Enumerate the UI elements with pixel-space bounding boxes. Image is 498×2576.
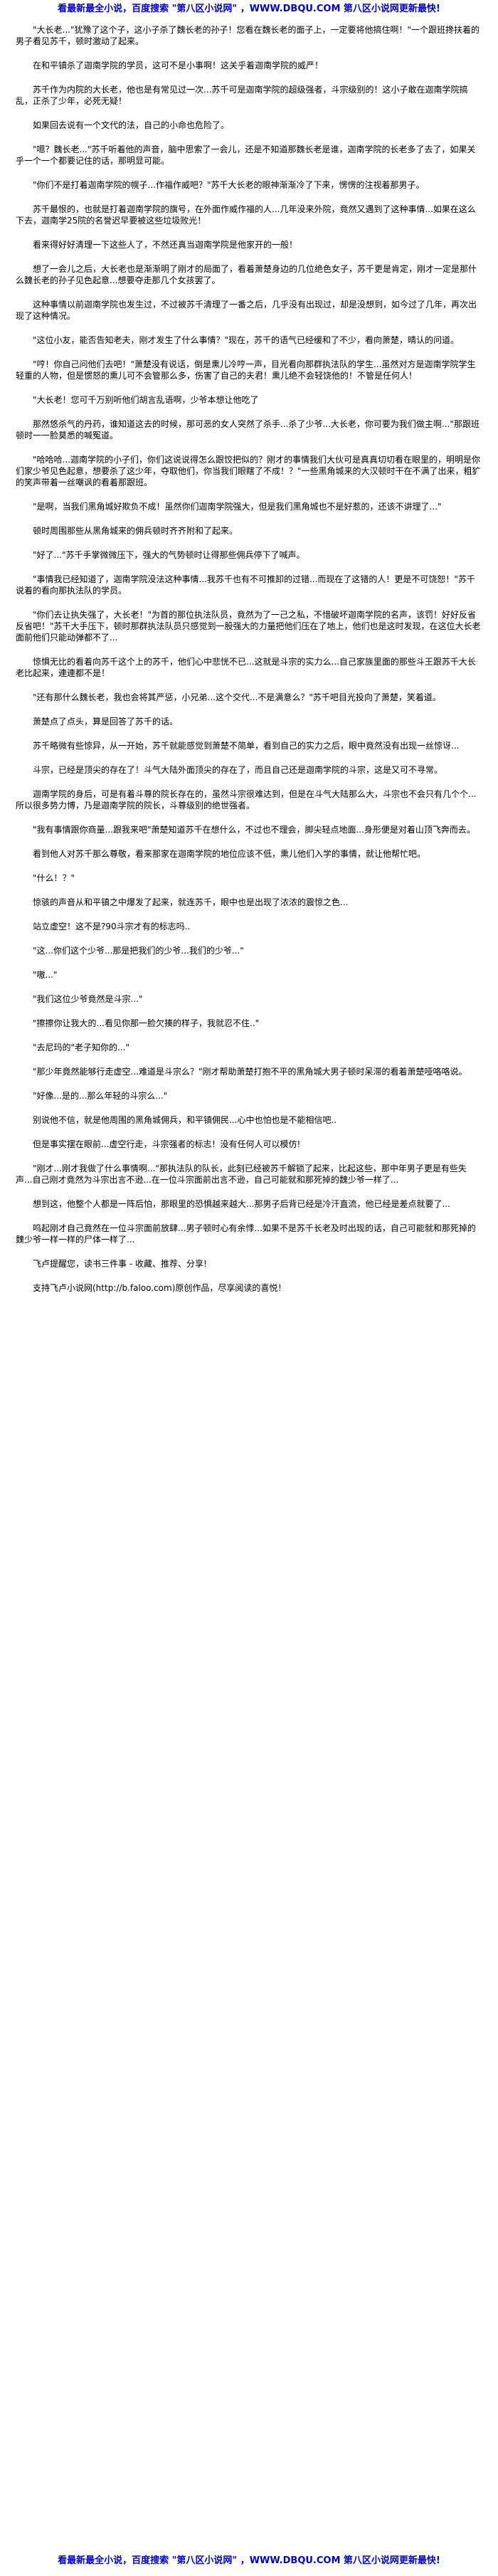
paragraph-gap bbox=[16, 561, 482, 574]
chapter-content: "大长老..."犹豫了这个子，这小子杀了魏长老的孙子！您看在魏长老的面子上，一定… bbox=[16, 24, 482, 2547]
paragraph-gap bbox=[16, 406, 482, 418]
paragraph-gap bbox=[16, 47, 482, 60]
paragraph: 看到他人对苏千那么尊敬，看来那家在迦南学院的地位应该不低，熏儿他们入学的事情，就… bbox=[33, 849, 426, 859]
paragraph: "事情我已经知道了，迦南学院没法这种事情...我苏千也有不可推卸的过错...而现… bbox=[16, 574, 475, 596]
paragraph: "好像...是的...那么年轻的斗宗么..." bbox=[33, 1091, 168, 1101]
paragraph: "我们这位少爷竟然是斗宗..." bbox=[33, 994, 143, 1004]
paragraph: 惊惧无比的看着向苏千这个上的苏千，他们心中悲恍不已...这就是斗宗的实力么...… bbox=[16, 657, 476, 678]
bottom-banner[interactable]: 看最新最全小说，百度搜索 "第八区小说网" ，WWW.DBQU.COM 第八区小… bbox=[58, 2555, 440, 2566]
paragraph: "哈哈哈...迦南学院的小子们，你们这说说得怎么跟饺把似的？刚才的事情我们大伙可… bbox=[16, 455, 481, 487]
paragraph-gap bbox=[16, 167, 482, 179]
paragraph: 看来得好好清理一下这些人了，不然还真当迦南学院是他家开的一般！ bbox=[33, 240, 298, 250]
paragraph: "嗷..." bbox=[33, 970, 58, 980]
paragraph: "是啊，当我们黑角城好欺负不成！虽然你们迦南学院强大，但是我们黑角城也不是好惹的… bbox=[33, 502, 442, 512]
paragraph-gap bbox=[16, 1053, 482, 1066]
paragraph: "这位小友，能否告知老夫，刚才发生了什么事情？"现在，苏千的语气已经缓和了不少，… bbox=[33, 335, 460, 345]
paragraph: 苏千最恨的，也就是打着迦南学院的旗号，在外面作威作福的人...几年没来外院，竟然… bbox=[16, 204, 476, 226]
paragraph-gap bbox=[16, 835, 482, 848]
paragraph-gap bbox=[16, 381, 482, 394]
paragraph: "还有那什么魏长老，我也会将其严惩，小兄弟...这个交代...不是满意么？"苏千… bbox=[33, 692, 441, 702]
paragraph: 苏千作为内院的大长老，他也是有常见过一次...苏千可是迦南学院的超级强者，斗宗级… bbox=[16, 85, 468, 106]
paragraph-gap bbox=[16, 751, 482, 764]
paragraph-gap bbox=[16, 1210, 482, 1223]
paragraph-gap bbox=[16, 703, 482, 716]
paragraph: "大长老！您可千万别听他们胡言乱语啊，少爷本想让他吃了 bbox=[33, 395, 259, 405]
paragraph-gap bbox=[16, 286, 482, 299]
paragraph: 斗宗，已经是顶尖的存在了！斗气大陆外面顶尖的存在了，而且自己还是迦南学院的斗宗，… bbox=[33, 765, 443, 775]
paragraph-gap bbox=[16, 441, 482, 454]
paragraph-gap bbox=[16, 811, 482, 824]
paragraph-gap bbox=[16, 71, 482, 84]
paragraph: "什么！？" bbox=[33, 873, 75, 883]
paragraph-gap bbox=[16, 1102, 482, 1114]
paragraph-gap bbox=[16, 191, 482, 204]
paragraph-gap bbox=[16, 322, 482, 334]
paragraph-gap bbox=[16, 860, 482, 872]
paragraph: 那然悠杀气的丹药，谁知道这去的时候，那可恶的女人突然了杀手...杀了少爷...大… bbox=[16, 419, 480, 440]
paragraph-gap bbox=[16, 1005, 482, 1018]
paragraph-gap bbox=[16, 956, 482, 969]
paragraph: "哼！你自己问他们去吧！"萧楚没有说话，倒是熏儿冷哼一声，目光看向那群执法队的学… bbox=[16, 359, 476, 381]
paragraph-gap bbox=[16, 1077, 482, 1090]
paragraph-gap bbox=[16, 1126, 482, 1139]
paragraph: 在和平镇杀了迦南学院的学员，这可不是小事啊！这关乎着迦南学院的威严！ bbox=[33, 60, 324, 70]
paragraph: "去尼玛的"老子知你的..." bbox=[33, 1042, 130, 1052]
paragraph: "你们不是打着迦南学院的幌子...作福作威吧？"苏千大长老的眼神渐渐冷了下来，愣… bbox=[33, 180, 425, 190]
paragraph-gap bbox=[16, 596, 482, 609]
paragraph: 别说他不信，就是他周围的黑角城佣兵，和平镇佣民...心中也怕也是不能相信吧.. bbox=[33, 1115, 337, 1125]
paragraph-gap bbox=[16, 981, 482, 993]
paragraph-gap bbox=[16, 643, 482, 656]
paragraph-gap bbox=[16, 1150, 482, 1163]
paragraph: "好了..."苏千手掌微微压下，强大的气势顿时让得那些佣兵停下了喊声。 bbox=[33, 550, 305, 560]
paragraph: "嗯？魏长老..."苏千听着他的声音，脑中思索了一会儿，还是不知道那魏长老是谁，… bbox=[16, 144, 476, 166]
top-banner[interactable]: 看最新最全小说，百度搜索 "第八区小说网" ，WWW.DBQU.COM 第八区小… bbox=[58, 4, 440, 14]
paragraph-gap bbox=[16, 1245, 482, 1258]
paragraph: 但是事实摆在眼前...虚空行走，斗宗强者的标志！没有任何人可以模仿! bbox=[33, 1139, 301, 1149]
paragraph-gap bbox=[16, 932, 482, 945]
paragraph-gap bbox=[16, 346, 482, 359]
paragraph-gap bbox=[16, 884, 482, 897]
paragraph-gap bbox=[16, 776, 482, 788]
paragraph: 萧楚点了点头，算是回答了苏千的话。 bbox=[33, 717, 179, 727]
paragraph-gap bbox=[16, 537, 482, 549]
paragraph: "大长老..."犹豫了这个子，这小子杀了魏长老的孙子！您看在魏长老的面子上，一定… bbox=[16, 25, 480, 46]
paragraph: 迦南学院的身后，可是有着斗尊的院长存在的，虽然斗宗很难达到，但是在斗气大陆那么大… bbox=[16, 789, 477, 811]
paragraph: "这...你们这个少爷...那是把我们的少爷...我们的少爷..." bbox=[33, 946, 244, 956]
paragraph-gap bbox=[16, 107, 482, 120]
paragraph-gap bbox=[16, 679, 482, 692]
paragraph: "我有事情跟你商量...跟我来吧"萧楚知道苏千在想什么，不过也不理会，脚尖轻点地… bbox=[33, 825, 475, 835]
paragraph-gap bbox=[16, 1029, 482, 1042]
paragraph: 想到这，他整个人都是一阵后怕，那眼里的恐惧越来越大...那男子后背已经是冷汗直流… bbox=[33, 1199, 450, 1209]
paragraph-gap bbox=[16, 908, 482, 921]
paragraph-gap bbox=[16, 488, 482, 501]
paragraph: 呜起刚才自己竟然在一位斗宗面前放肆...男子顿时心有余悸...如果不是苏千长老及… bbox=[16, 1223, 476, 1245]
paragraph-gap bbox=[16, 1186, 482, 1198]
paragraph: 这种事情以前迦南学院也发生过，不过被苏千清理了一番之后，几乎没有出现过，却是没想… bbox=[16, 300, 477, 321]
paragraph-gap bbox=[16, 131, 482, 144]
paragraph: 如果回去说有一个文代的法，自己的小命也危险了。 bbox=[33, 120, 230, 130]
paragraph: "那少年竟然能够行走虚空...难道是斗宗么？"刚才帮助萧楚打抱不平的黑角城大男子… bbox=[33, 1067, 467, 1077]
paragraph-gap bbox=[16, 727, 482, 740]
paragraph: 站立虚空！这不是?90斗宗才有的标志吗.. bbox=[33, 922, 191, 931]
paragraph-gap bbox=[16, 250, 482, 263]
paragraph-gap bbox=[16, 1269, 482, 1282]
paragraph: 支持飞卢小说网(http://b.faloo.com)原创作品，尽享阅读的喜悦！ bbox=[33, 1283, 287, 1293]
paragraph: "擦擦你让我大的...看见你那一脸欠揍的样子，我就忍不住.." bbox=[33, 1018, 260, 1028]
paragraph-gap bbox=[16, 512, 482, 525]
paragraph: "刚才...刚才我做了什么事情啊..."那执法队的队长，此刻已经被苏千解锁了起来… bbox=[16, 1163, 467, 1185]
paragraph: 惊骇的声音从和平镇之中爆发了起来，就连苏千，眼中也是出现了浓浓的震惊之色... bbox=[33, 897, 349, 907]
paragraph: 苏千略微有些惊异，从一开始，苏千就能感觉到萧楚不简单，看到自己的实力之后，眼中竟… bbox=[33, 741, 460, 751]
paragraph: 飞卢提醒您，读书三件事 - 收藏、推荐、分享! bbox=[33, 1259, 207, 1269]
paragraph: 顿时周围那些从黑角城来的佣兵顿时齐齐附和了起来。 bbox=[33, 526, 238, 536]
paragraph-gap bbox=[16, 226, 482, 239]
paragraph: "你们去让执失强了，大长老！"为首的那位执法队员，竟然为了一己之私，不惜破坏迦南… bbox=[16, 610, 481, 643]
paragraph: 想了一会儿之后，大长老也是渐渐明了刚才的局面了，看着萧楚身边的几位绝色女子，苏千… bbox=[16, 264, 477, 285]
